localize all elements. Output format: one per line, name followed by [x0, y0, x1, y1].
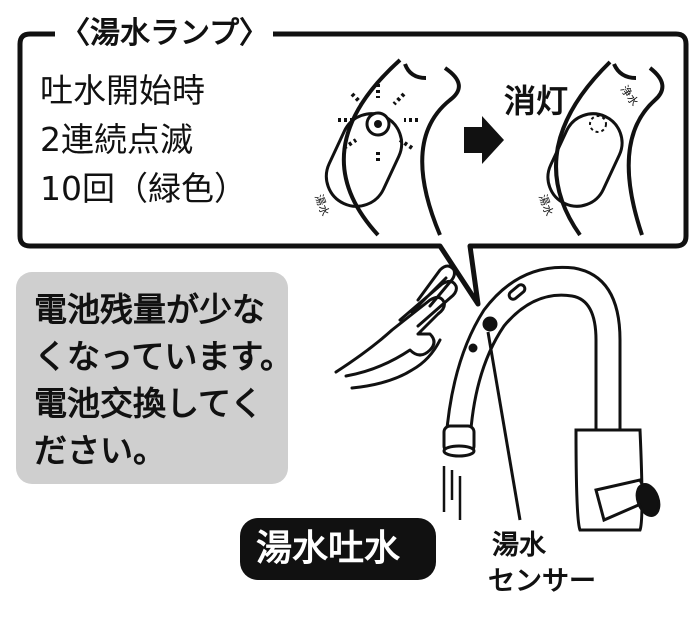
hand-icon [334, 264, 458, 390]
notice-line-2: くなっています。 [34, 337, 294, 376]
callout-line-2: 2連続点滅 [40, 120, 193, 159]
water-stream-icon [442, 466, 462, 520]
notice-line-1: 電池残量が少な [34, 290, 265, 329]
faucet-icon [442, 265, 661, 532]
blink-rays-icon [338, 84, 418, 164]
callout-line-3: 10回（緑色） [40, 169, 247, 208]
sensor-label: 湯水 センサー [488, 528, 596, 600]
callout-line-1: 吐水開始時 [40, 71, 205, 110]
right-arrow-icon [464, 116, 504, 164]
callout-text: 吐水開始時 2連続点滅 10回（緑色） [40, 66, 247, 213]
badge-label: 湯水吐水 [256, 528, 401, 569]
lamp-blinking-illustration [324, 58, 461, 237]
lamp-off-illustration [546, 60, 665, 237]
notice-line-3: 電池交換してく [34, 384, 264, 423]
sensor-leader-line [486, 331, 522, 521]
sensor-label-line-1: 湯水 [492, 530, 546, 561]
callout-frame [17, 31, 689, 307]
notice-box [16, 272, 288, 484]
badge [240, 518, 436, 580]
off-label: 消灯 [504, 82, 569, 120]
callout-title: 〈湯水ランプ〉 [56, 15, 274, 53]
notice-text: 電池残量が少な くなっています。 電池交換してく ださい。 [34, 286, 293, 474]
sensor-label-line-2: センサー [488, 566, 596, 597]
notice-line-4: ださい。 [34, 431, 166, 470]
